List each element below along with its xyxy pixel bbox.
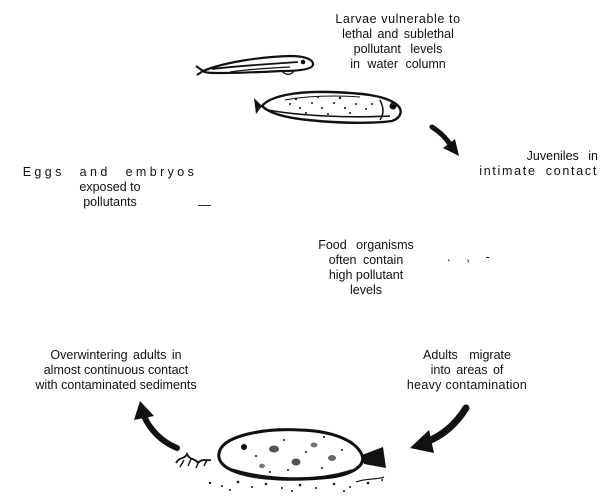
larvae-label: Larvae vulnerable to lethal and subletha… — [318, 12, 478, 72]
adults-label-line: Adults migrate — [388, 348, 546, 363]
larvae-label-line: Larvae vulnerable to — [318, 12, 478, 27]
juvenile-fish-drawing — [254, 92, 401, 123]
eggs-label-line: exposed to — [10, 180, 210, 195]
arrow-overwintering — [134, 401, 177, 448]
food-organisms-label: Food organisms often contain high pollut… — [296, 238, 436, 298]
stray-punctuation-marks: . , - — [447, 249, 490, 264]
overwintering-label-line: Overwintering adults in — [6, 348, 226, 363]
juveniles-label-line: Juveniles in — [440, 149, 598, 164]
overwintering-label-line: almost continuous contact — [6, 363, 226, 378]
juveniles-label: Juveniles in intimate contact — [440, 149, 598, 179]
juveniles-label-line: intimate contact — [440, 164, 598, 179]
larvae-label-line: lethal and sublethal — [318, 27, 478, 42]
larvae-label-line: in water column — [318, 57, 478, 72]
food-label-line: high pollutant — [296, 268, 436, 283]
eggs-label-line: pollutants — [10, 195, 210, 210]
larvae-label-line: pollutant levels — [318, 42, 478, 57]
adult-flatfish-drawing — [176, 430, 386, 492]
food-label-line: often contain — [296, 253, 436, 268]
stray-dash-mark: — — [198, 197, 211, 212]
food-label-line: Food organisms — [296, 238, 436, 253]
adults-migrate-label: Adults migrate into areas of heavy conta… — [388, 348, 546, 393]
overwintering-label: Overwintering adults in almost continuou… — [6, 348, 226, 393]
arrow-adults-migrate — [410, 408, 466, 453]
overwintering-label-line: with contaminated sediments — [6, 378, 226, 393]
food-label-line: levels — [296, 283, 436, 298]
adults-label-line: heavy contamination — [388, 378, 546, 393]
eggs-label-line: Eggs and embryos — [10, 165, 210, 180]
eggs-label: Eggs and embryos exposed to pollutants — [10, 165, 210, 210]
larval-fish-drawing — [196, 56, 313, 75]
adults-label-line: into areas of — [388, 363, 546, 378]
